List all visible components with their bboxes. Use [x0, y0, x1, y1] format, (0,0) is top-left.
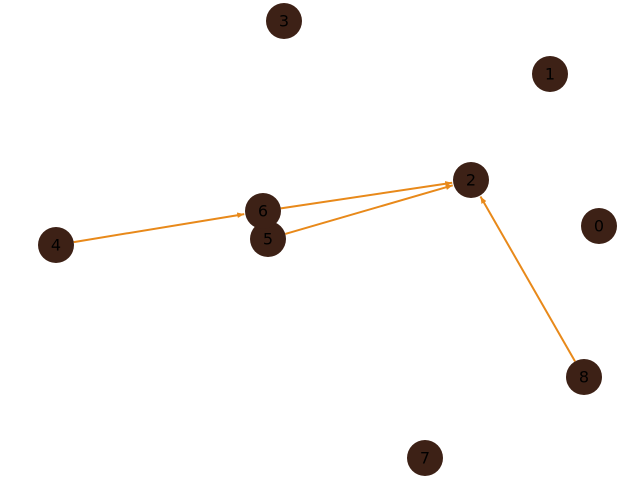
- edge-4-to-6: [73, 212, 245, 244]
- node-1: 1: [532, 56, 568, 92]
- edge-5-to-2: [285, 184, 454, 235]
- node-4: 4: [38, 227, 74, 263]
- node-label: 7: [420, 449, 430, 468]
- node-label: 1: [545, 65, 555, 84]
- node-label: 0: [594, 217, 604, 236]
- edge-6-to-2: [280, 181, 453, 210]
- node-circle: [245, 193, 281, 229]
- node-0: 0: [581, 208, 617, 244]
- edge-8-to-2: [479, 195, 576, 362]
- node-circle: [581, 208, 617, 244]
- node-label: 5: [263, 230, 273, 249]
- node-circle: [38, 227, 74, 263]
- node-8: 8: [566, 359, 602, 395]
- node-circle: [532, 56, 568, 92]
- node-circle: [453, 162, 489, 198]
- node-label: 8: [579, 368, 589, 387]
- edges-layer: [73, 181, 576, 362]
- node-6: 6: [245, 193, 281, 229]
- node-3: 3: [266, 3, 302, 39]
- node-circle: [266, 3, 302, 39]
- node-circle: [250, 221, 286, 257]
- node-label: 6: [258, 202, 268, 221]
- node-label: 2: [466, 171, 476, 190]
- node-label: 3: [279, 12, 289, 31]
- nodes-layer: 0 1 2 3 4 5 6 7 8: [38, 3, 617, 476]
- node-7: 7: [407, 440, 443, 476]
- node-label: 4: [51, 236, 61, 255]
- node-5: 5: [250, 221, 286, 257]
- node-2: 2: [453, 162, 489, 198]
- node-circle: [407, 440, 443, 476]
- node-circle: [566, 359, 602, 395]
